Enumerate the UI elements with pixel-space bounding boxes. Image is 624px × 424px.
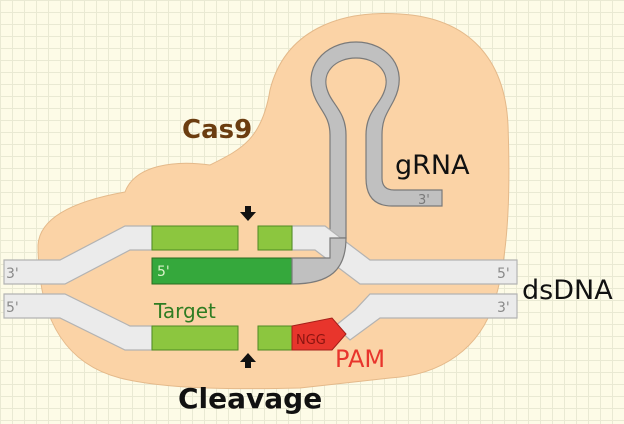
top-strand-left-end: 3' [6, 266, 19, 282]
grna-spacer-tail [291, 237, 347, 285]
top-strand-right-end: 5' [497, 266, 510, 282]
grna-spacer [151, 257, 293, 285]
cleavage-label: Cleavage [178, 382, 322, 415]
arrow-up-icon [240, 353, 256, 368]
target-label: Target [153, 299, 216, 323]
target-top-right-segment [257, 225, 293, 251]
bottom-strand-left-end: 5' [6, 300, 19, 316]
pam-label: PAM [335, 345, 385, 373]
pam-sequence-label: NGG [296, 333, 326, 348]
grna-spacer-5prime-end: 5' [157, 264, 170, 280]
bottom-strand-right-end: 3' [497, 300, 510, 316]
dsdna-label: dsDNA [522, 275, 613, 306]
target-bottom-right-segment [257, 325, 293, 351]
grna-hairpin [310, 41, 443, 239]
target-top-left-segment [151, 225, 239, 251]
grna-label: gRNA [395, 150, 470, 181]
dna-bottom-strand-right-main [334, 293, 518, 341]
pam-sequence-box [291, 317, 347, 351]
grna-tail-3prime-end: 3' [418, 193, 430, 208]
target-bottom-left-segment [151, 325, 239, 351]
arrow-down-icon [240, 206, 256, 221]
dna-top-strand-right [291, 225, 518, 285]
cas9-label: Cas9 [182, 115, 252, 145]
